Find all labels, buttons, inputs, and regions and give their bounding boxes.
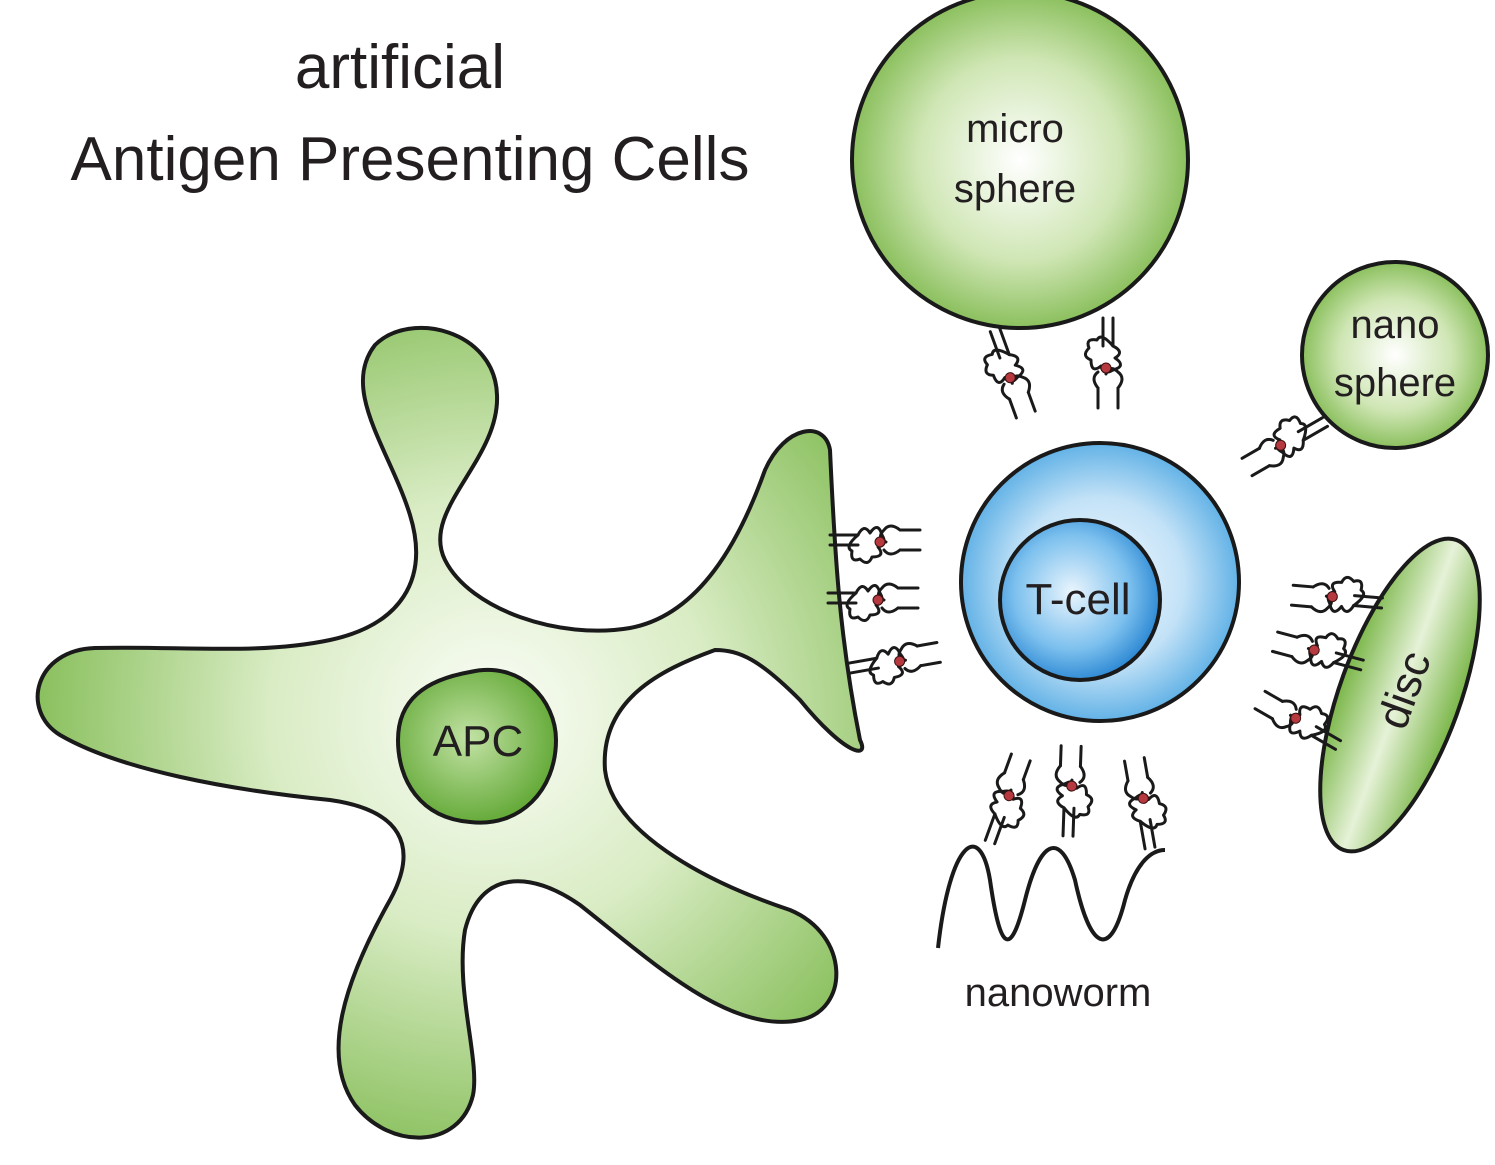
disc [1318, 536, 1482, 854]
receptor-complex [1289, 571, 1386, 619]
nanoworm [936, 844, 1166, 949]
receptor-complex [975, 751, 1044, 852]
apc-nucleus [395, 667, 559, 825]
microsphere-label-line-2: sphere [954, 167, 1076, 211]
receptor-complex [1234, 400, 1334, 481]
title-line-1: artificial [295, 33, 505, 102]
microsphere [850, 0, 1190, 330]
nanosphere-label-line-2: sphere [1334, 361, 1456, 405]
nanosphere [1300, 260, 1490, 450]
receptor-complex [846, 637, 945, 692]
receptor-complex [828, 524, 922, 565]
receptor-complex [1083, 316, 1124, 410]
t-cell-label: T-cell [1025, 575, 1130, 624]
nanosphere-label-line-1: nano [1351, 303, 1440, 347]
receptor-complex [972, 323, 1041, 424]
microsphere-label-line-1: micro [966, 107, 1064, 151]
nanoworm-label: nanoworm [965, 971, 1152, 1015]
apc-label: APC [433, 717, 523, 766]
receptor-complex [1052, 744, 1096, 839]
receptor-complex [1119, 753, 1174, 852]
title-line-2: Antigen Presenting Cells [71, 125, 750, 194]
t-cell-nucleus [998, 518, 1162, 682]
